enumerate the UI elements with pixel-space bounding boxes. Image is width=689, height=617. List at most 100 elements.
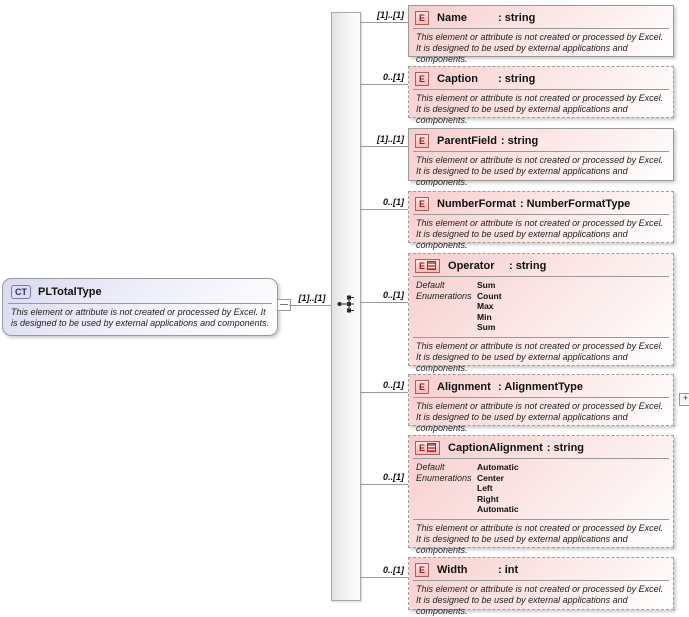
enum-section-label: Enumerations bbox=[416, 290, 472, 301]
sequence-bar bbox=[331, 12, 361, 601]
enumeration-icon bbox=[427, 261, 437, 270]
enum-section-label: Default bbox=[416, 280, 445, 290]
element-badge-letter: E bbox=[419, 198, 426, 209]
connector-line bbox=[360, 84, 408, 85]
enum-section-label bbox=[416, 322, 477, 333]
complex-type-header: CT PLTotalType bbox=[11, 284, 271, 299]
enum-value-row: Left bbox=[416, 483, 669, 494]
element-badge-letter: E bbox=[419, 442, 426, 453]
connector-line bbox=[289, 305, 331, 306]
enum-section-label bbox=[416, 312, 477, 323]
element-name: NumberFormat bbox=[437, 197, 516, 210]
enum-section-label bbox=[416, 483, 477, 494]
element-name: Width bbox=[437, 563, 468, 576]
connector-line bbox=[360, 302, 408, 303]
enum-section-label bbox=[416, 494, 477, 505]
enum-value-row: Enumerations Count bbox=[416, 291, 669, 302]
enum-value-row: Sum bbox=[416, 322, 669, 333]
expand-icon[interactable]: + bbox=[679, 393, 689, 406]
element-badge-letter: E bbox=[419, 564, 426, 575]
element-name: Caption bbox=[437, 72, 478, 85]
element-box[interactable]: E Width : int This element or attribute … bbox=[408, 557, 674, 616]
enum-value: Count bbox=[477, 290, 502, 301]
complex-type-box[interactable]: CT PLTotalType This element or attribute… bbox=[2, 278, 278, 336]
complex-type-icon: CT bbox=[11, 284, 31, 299]
element-annotation: This element or attribute is not created… bbox=[416, 341, 664, 373]
element-name: CaptionAlignment bbox=[448, 441, 543, 454]
element-type: : string bbox=[500, 134, 539, 147]
element-name: Name bbox=[437, 11, 467, 24]
enum-value: Left bbox=[477, 483, 493, 493]
sequence-compositor-icon[interactable] bbox=[336, 294, 362, 314]
complex-type-annotation: This element or attribute is not created… bbox=[11, 307, 270, 328]
element-icon: E bbox=[415, 71, 430, 86]
divider bbox=[413, 519, 669, 520]
element-icon: E bbox=[415, 440, 441, 455]
enumeration-icon bbox=[427, 443, 437, 452]
element-annotation: This element or attribute is not created… bbox=[416, 93, 664, 125]
element-type: : string bbox=[498, 72, 536, 85]
element-icon: E bbox=[415, 10, 430, 25]
element-icon: E bbox=[415, 562, 430, 577]
enum-value: Automatic bbox=[477, 504, 519, 514]
connector-line bbox=[360, 209, 408, 210]
element-type: : string bbox=[509, 259, 547, 272]
element-badge-letter: E bbox=[419, 73, 426, 84]
element-box[interactable]: E Caption : string This element or attri… bbox=[408, 66, 674, 125]
connector-line bbox=[360, 22, 408, 23]
element-annotation: This element or attribute is not created… bbox=[416, 32, 664, 64]
divider bbox=[413, 28, 669, 29]
element-annotation: This element or attribute is not created… bbox=[416, 218, 664, 250]
divider bbox=[413, 397, 669, 398]
element-header: E Width : int bbox=[415, 562, 668, 577]
element-annotation: This element or attribute is not created… bbox=[416, 523, 664, 555]
cardinality-label: 0..[1] bbox=[382, 197, 404, 207]
element-annotation: This element or attribute is not created… bbox=[416, 401, 664, 433]
element-icon: E bbox=[415, 379, 430, 394]
element-badge-letter: E bbox=[419, 260, 426, 271]
element-icon: E bbox=[415, 133, 430, 148]
element-badge-letter: E bbox=[419, 381, 426, 392]
element-header: E Name : string bbox=[415, 10, 668, 25]
element-type: : string bbox=[546, 441, 585, 454]
element-box[interactable]: E Alignment : AlignmentType This element… bbox=[408, 374, 674, 433]
enum-section-label bbox=[416, 301, 477, 312]
cardinality-label: 0..[1] bbox=[382, 565, 404, 575]
divider bbox=[413, 89, 669, 90]
divider bbox=[413, 337, 669, 338]
element-box[interactable]: E NumberFormat : NumberFormatType This e… bbox=[408, 191, 674, 250]
complex-type-title: PLTotalType bbox=[38, 285, 102, 298]
divider bbox=[413, 151, 669, 152]
enum-value: Sum bbox=[477, 322, 496, 332]
enum-value: Right bbox=[477, 493, 499, 504]
divider bbox=[413, 580, 669, 581]
element-annotation: This element or attribute is not created… bbox=[416, 584, 664, 616]
element-icon: E bbox=[415, 258, 441, 273]
element-header: E Caption : string bbox=[415, 71, 668, 86]
element-annotation: This element or attribute is not created… bbox=[416, 155, 664, 187]
element-header: E Operator : string bbox=[415, 258, 668, 273]
element-name: ParentField bbox=[437, 134, 497, 147]
element-badge-letter: E bbox=[419, 12, 426, 23]
cardinality-label: 0..[1] bbox=[382, 472, 404, 482]
cardinality-label-root: [1]..[1] bbox=[298, 293, 326, 303]
enum-default-value: Automatic bbox=[477, 462, 519, 472]
divider bbox=[413, 276, 669, 277]
connector-line bbox=[360, 577, 408, 578]
enum-value-row: Right bbox=[416, 494, 669, 505]
element-type: : int bbox=[498, 563, 519, 576]
element-box[interactable]: E Name : string This element or attribut… bbox=[408, 5, 674, 64]
enum-section-label: Enumerations bbox=[416, 472, 472, 483]
connector-line bbox=[360, 146, 408, 147]
element-header: E NumberFormat : NumberFormatType bbox=[415, 196, 668, 211]
element-box[interactable]: E ParentField : string This element or a… bbox=[408, 128, 674, 187]
enum-section-label bbox=[416, 504, 477, 515]
enum-value: Max bbox=[477, 301, 494, 311]
